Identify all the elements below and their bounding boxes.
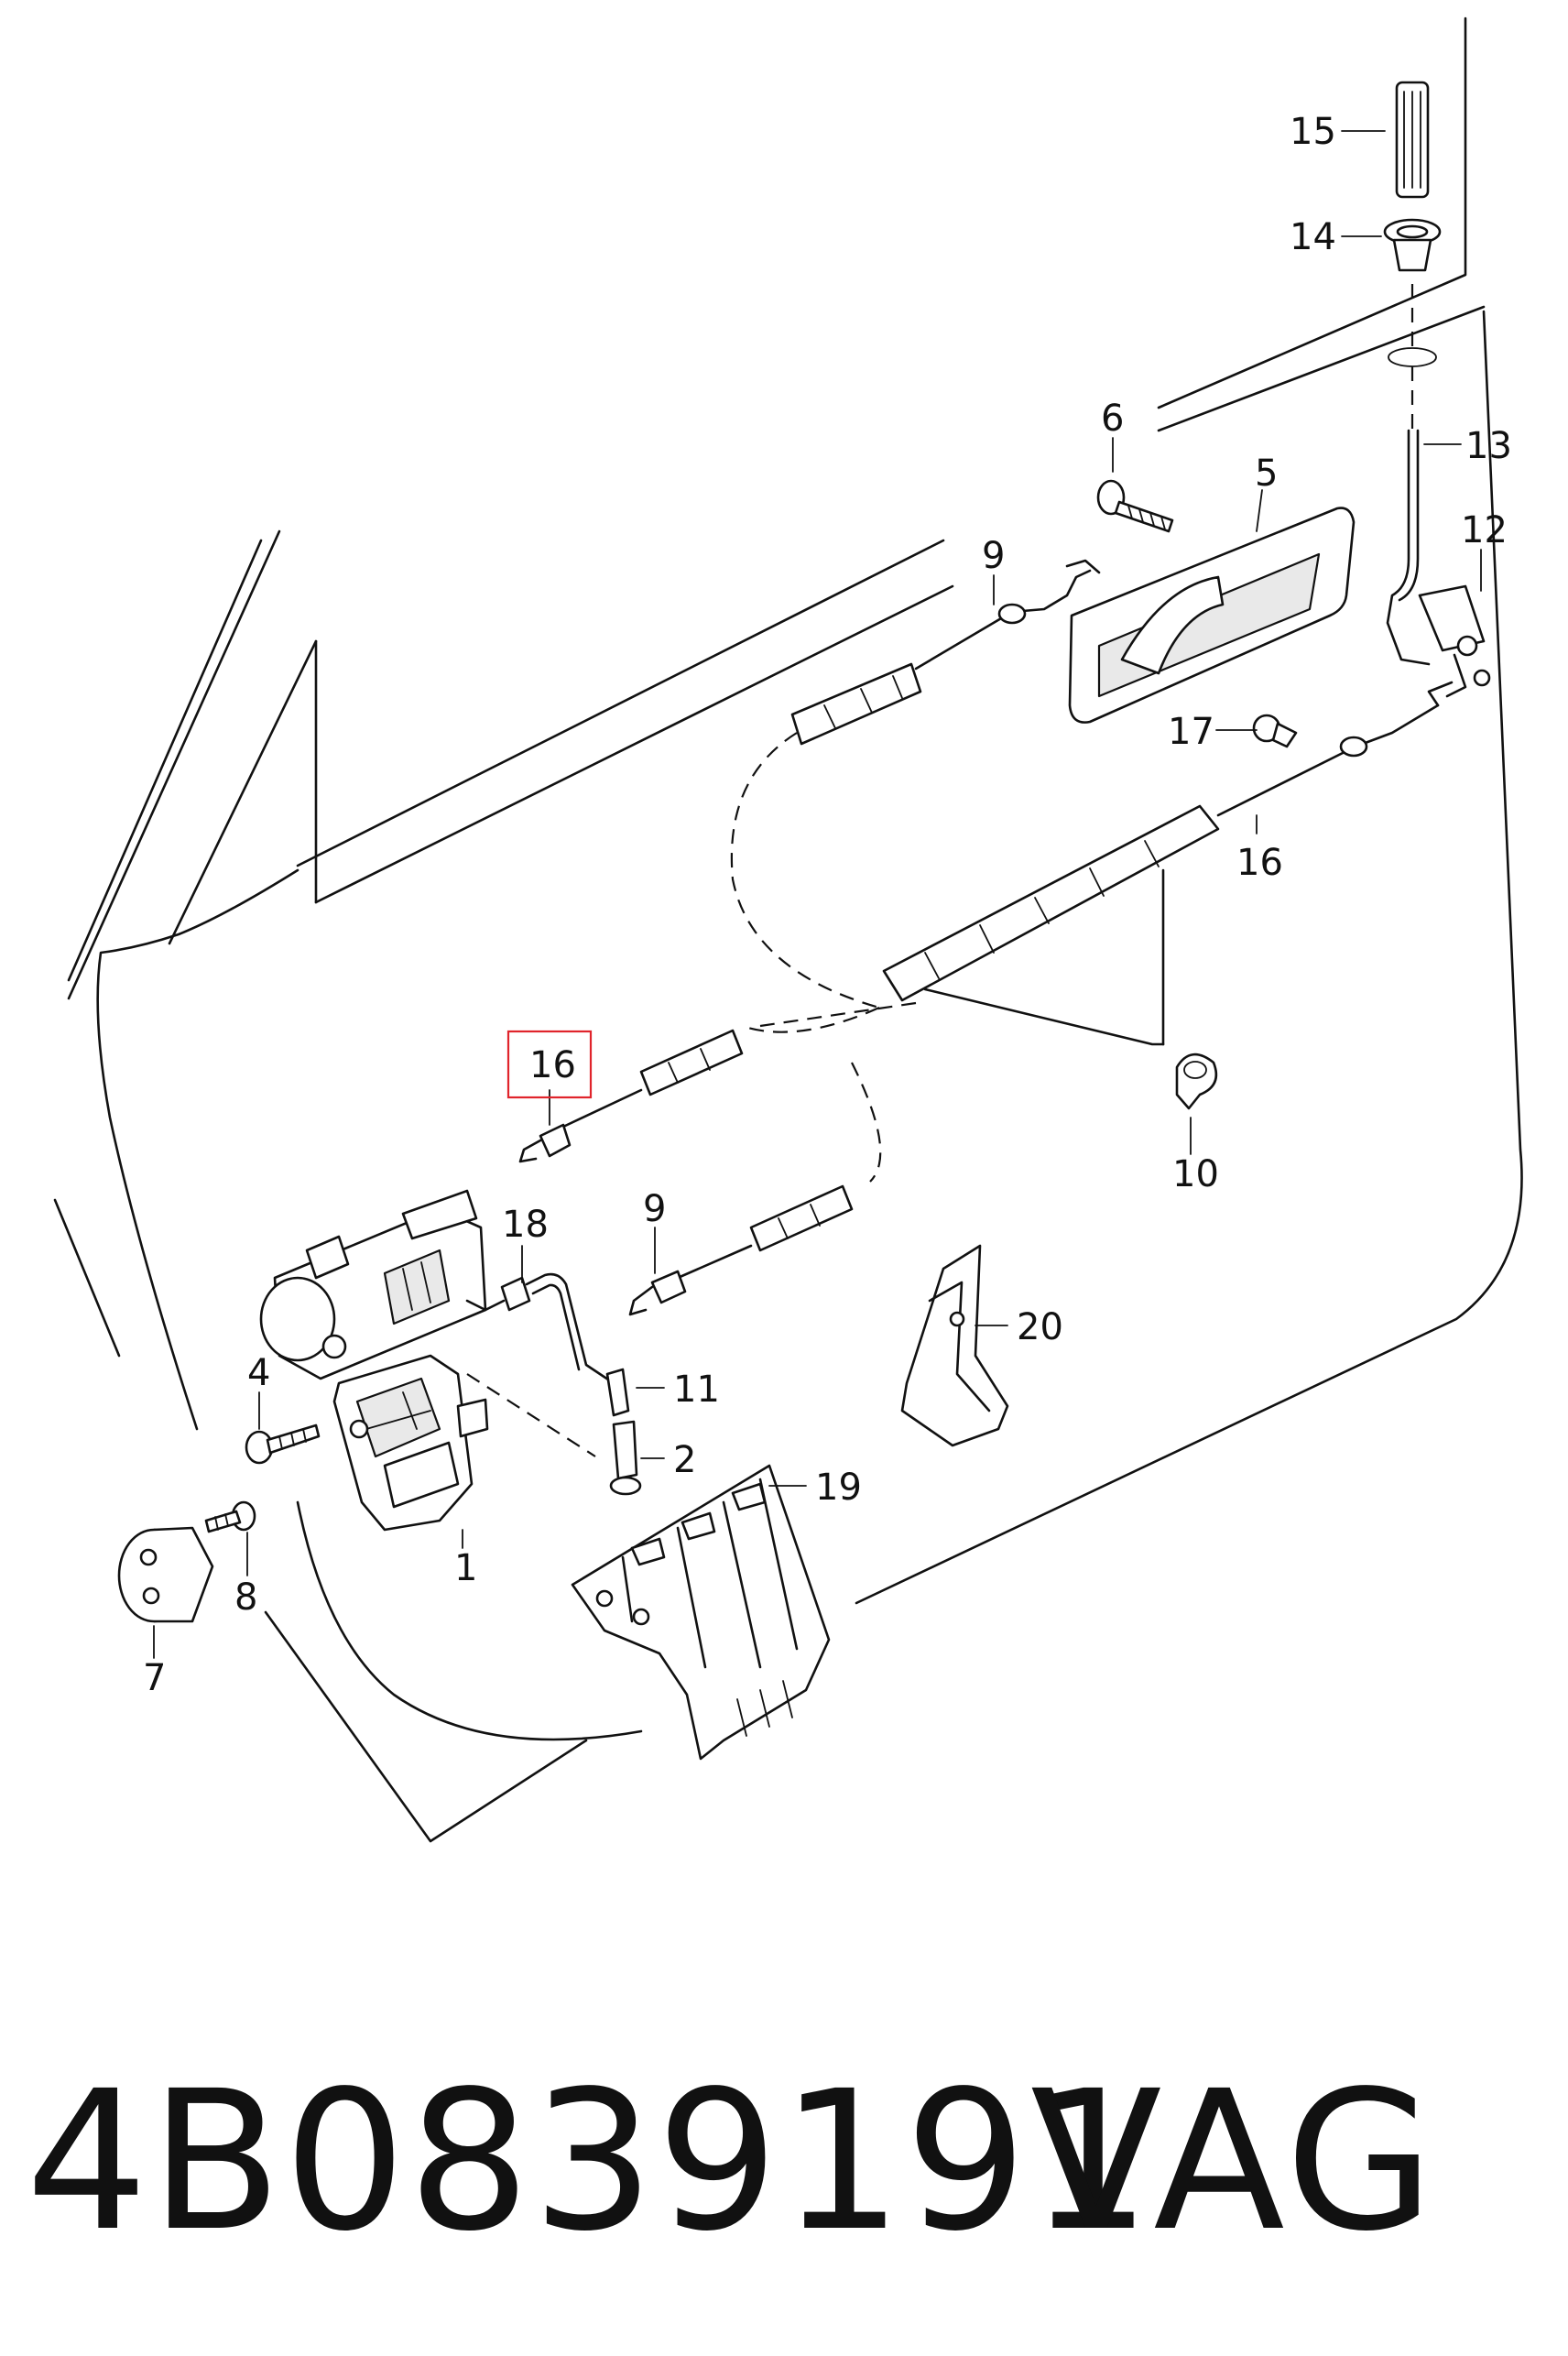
rod-bracket-part: [1418, 584, 1491, 698]
main-cable-part: [882, 681, 1454, 1002]
lock-rod-part: [1386, 429, 1431, 666]
callout-15: 15: [1290, 111, 1336, 153]
callout-1: 1: [454, 1547, 477, 1589]
lower-cable-part: [628, 1184, 854, 1316]
brand-name: VAG: [1030, 2049, 1438, 2274]
callout-5: 5: [1255, 453, 1278, 495]
callout-7: 7: [143, 1657, 166, 1699]
screw-part-4: [245, 1423, 321, 1465]
callout-2: 2: [673, 1439, 696, 1481]
knob-guide-part: [1383, 218, 1442, 272]
footer: 4B0839191 VAG: [0, 2043, 1568, 2281]
callout-8: 8: [234, 1576, 257, 1619]
bracket-part-19: [571, 1464, 831, 1761]
callout-9-lower: 9: [643, 1188, 666, 1230]
callout-20: 20: [1017, 1306, 1063, 1348]
callout-16-highlighted: 16: [529, 1044, 576, 1086]
callout-6: 6: [1101, 398, 1124, 440]
cable-routing: [730, 732, 880, 1009]
door-lock-part: [332, 1354, 489, 1532]
callout-14: 14: [1290, 216, 1336, 258]
bracket-part-20: [900, 1244, 1009, 1447]
part-number: 4B0839191: [26, 2049, 1153, 2274]
callout-11: 11: [673, 1369, 720, 1411]
callout-13: 13: [1465, 425, 1512, 467]
striker-part: [117, 1526, 214, 1623]
callout-9-upper: 9: [982, 535, 1005, 577]
callout-19: 19: [815, 1467, 862, 1509]
cable-sleeve-upper: [790, 662, 922, 746]
inner-handle-part: [1068, 507, 1356, 724]
callout-10: 10: [1172, 1153, 1219, 1195]
central-locking-motor-part: [259, 1189, 506, 1380]
callout-18: 18: [502, 1204, 549, 1246]
cable-clip-part-10: [1175, 1053, 1218, 1110]
screw-part-6: [1096, 479, 1174, 533]
callout-16-upper: 16: [1236, 842, 1283, 884]
leader-lines: [153, 130, 1482, 1659]
callout-4: 4: [247, 1352, 270, 1394]
door-outline: [53, 16, 1523, 1843]
highlighted-cable-part: [518, 1029, 744, 1163]
clip-part-2: [609, 1420, 642, 1496]
callout-labels: 15 14 13 6 5 12 9 17 16 16 10 18 9 4 11 …: [143, 111, 1512, 1699]
actuator-rod-part: [500, 1272, 630, 1417]
clip-part-17: [1252, 714, 1298, 748]
callout-17: 17: [1168, 711, 1214, 753]
lock-knob-part: [1395, 81, 1430, 199]
upper-cable-part: [914, 569, 1092, 671]
callout-12: 12: [1461, 509, 1508, 551]
seal-washer: [1388, 347, 1437, 367]
highlight-box: [506, 1030, 593, 1099]
screw-part-8: [204, 1500, 256, 1533]
